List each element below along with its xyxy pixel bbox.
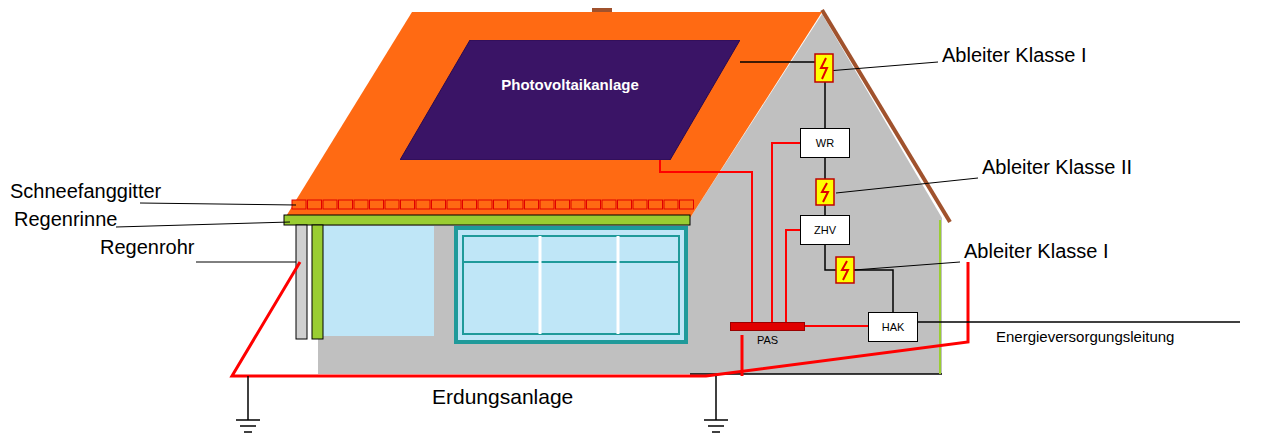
snow-guard-bar (664, 200, 678, 209)
snow-guard-bar (556, 200, 570, 209)
front-wall (318, 224, 690, 374)
leader-line (854, 262, 960, 270)
earthing-conductor (232, 262, 968, 376)
wall-edge (939, 220, 941, 374)
part-label: Schneefanggitter (10, 180, 161, 203)
snow-guard-bar (680, 200, 694, 209)
snow-guard-bar (633, 200, 647, 209)
snow-guard-bar (618, 200, 632, 209)
part-label: Regenrohr (100, 236, 195, 259)
pv-panel (400, 40, 740, 160)
arrester-label: Ableiter Klasse I (964, 240, 1109, 263)
snow-guard-bar (540, 200, 554, 209)
snow-guard-bar (308, 200, 322, 209)
part-label: Energieversorgungsleitung (996, 328, 1174, 345)
earth-lead (247, 376, 249, 420)
window (456, 228, 686, 342)
snow-guard-bar (385, 200, 399, 209)
window-bar (617, 236, 620, 334)
glass-door (322, 226, 434, 336)
supply-line (918, 321, 1240, 323)
snow-guard-bar (478, 200, 492, 209)
leader-line (836, 178, 978, 193)
bonding-wire (772, 143, 800, 322)
arrester-label: Ableiter Klasse II (982, 156, 1132, 179)
snow-guard-bar (509, 200, 523, 209)
rain-gutter (284, 215, 690, 225)
snow-guard-bar (571, 200, 585, 209)
snow-guard-bar (401, 200, 415, 209)
leader-line (116, 222, 290, 227)
equipotential-rail (730, 322, 805, 331)
snow-guard-bar (370, 200, 384, 209)
snow-guard-bar (649, 200, 663, 209)
snow-guard-bar (587, 200, 601, 209)
window-bar (463, 261, 679, 263)
snow-guard-bar (602, 200, 616, 209)
earth-lead (715, 376, 717, 420)
power-wire (825, 245, 893, 312)
snow-guard-bar (494, 200, 508, 209)
pv-panel-shape (400, 40, 740, 160)
snow-guard-bar (416, 200, 430, 209)
earthing-conductor (741, 335, 744, 376)
earth-symbol (240, 425, 256, 427)
leader-line (196, 262, 296, 263)
snow-guard-bar (525, 200, 539, 209)
roof (285, 12, 822, 218)
bonding-wire (805, 325, 868, 327)
earth-symbol (708, 425, 724, 427)
downpipe (296, 225, 307, 339)
earth-symbol (704, 419, 728, 421)
snow-guard-bar (323, 200, 337, 209)
arrester-class-2 (816, 179, 834, 205)
window-bar (539, 236, 542, 334)
part-label: Regenrinne (14, 208, 117, 231)
snow-guard-bar (463, 200, 477, 209)
roof-edge (822, 10, 950, 222)
part-label: Erdungsanlage (432, 385, 573, 409)
arrester-class-1 (815, 54, 833, 82)
snow-guard-bar (432, 200, 446, 209)
node-label: PAS (730, 334, 805, 346)
node-label: WR (816, 137, 834, 149)
snow-guard-bar (339, 200, 353, 209)
device-box: ZHV (800, 215, 850, 245)
earth-symbol (236, 419, 260, 421)
earth-symbol (712, 431, 720, 433)
snow-guard-bar (447, 200, 461, 209)
node-label: HAK (882, 321, 905, 333)
node-label: Photovoltaikanlage (501, 76, 639, 93)
node-label: ZHV (814, 224, 836, 236)
snow-guard-bar (354, 200, 368, 209)
power-wire (740, 62, 825, 128)
earth-symbol (244, 431, 252, 433)
equipotential-bar: PAS (730, 322, 805, 352)
device-box: HAK (868, 312, 918, 342)
arrester-class-1 (836, 257, 854, 283)
window-frame (463, 236, 679, 334)
arrester-label: Ableiter Klasse I (942, 44, 1087, 67)
snow-guard (292, 200, 694, 209)
downpipe (312, 225, 323, 339)
bonding-wire (660, 160, 752, 322)
device-box: WR (800, 128, 850, 158)
pv-array: Photovoltaikanlage (400, 40, 740, 160)
leader-line (140, 203, 296, 205)
bonding-wire (786, 230, 800, 322)
